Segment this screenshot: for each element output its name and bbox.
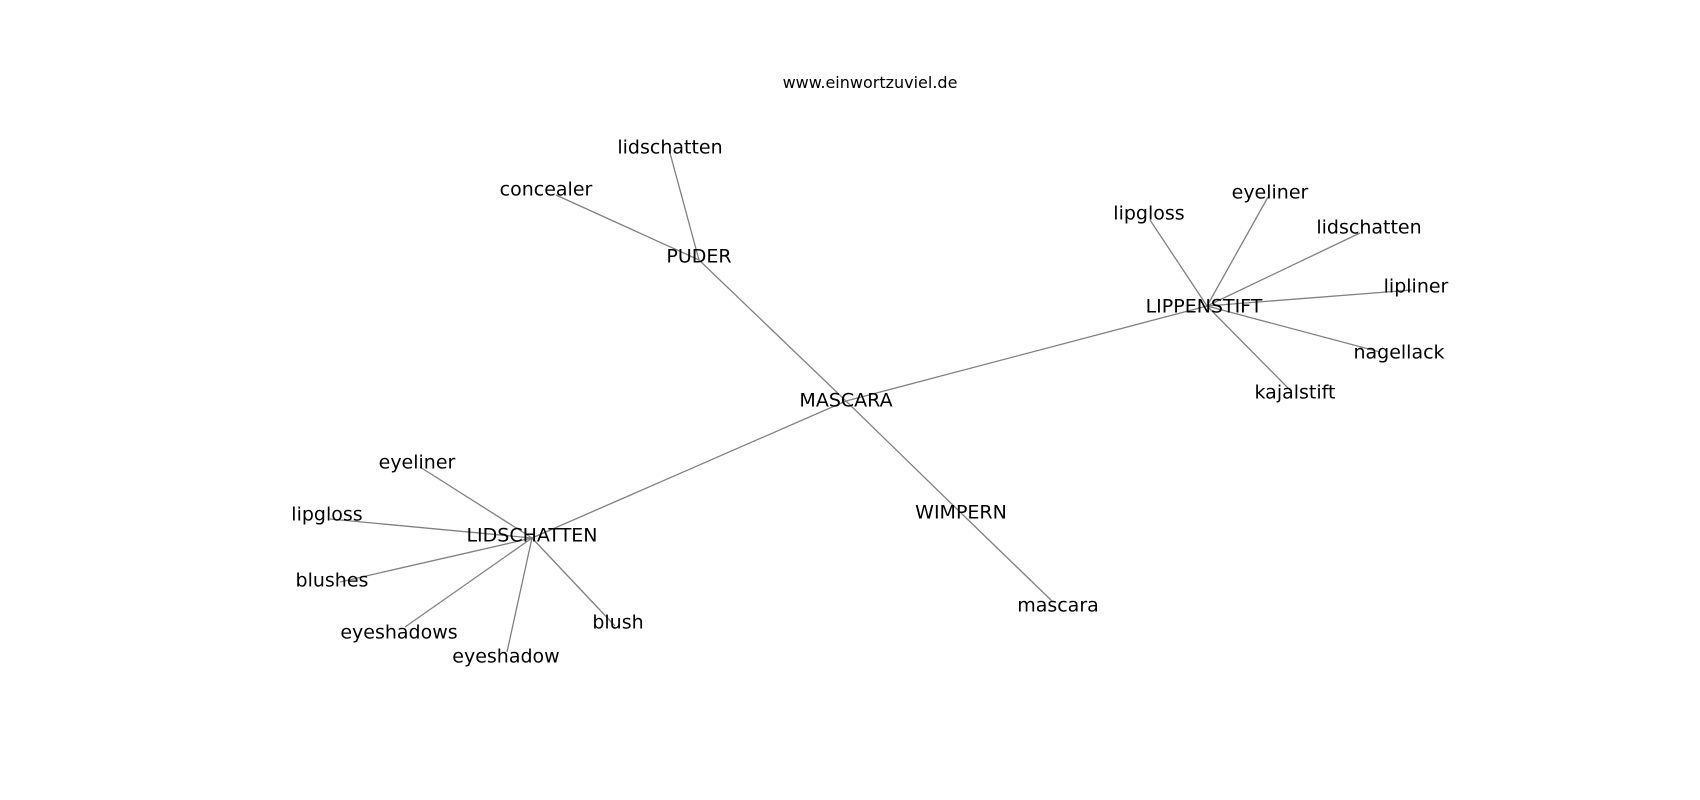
edge-lippenstift-to-lippenstift-lidschatten [1206,232,1361,307]
edge-mascara-hub-to-lidschatten-hub [531,400,847,539]
node-lidschatten-eyeliner: eyeliner [379,452,456,474]
edge-lippenstift-to-lippenstift-eyeliner [1206,196,1269,307]
node-lippenstift-kajalstift: kajalstift [1255,382,1336,404]
edge-wimpern-to-wimpern-mascara [960,512,1054,603]
node-lippenstift-eyeliner: eyeliner [1232,182,1309,204]
node-lidschatten-hub: LIDSCHATTEN [466,525,597,547]
node-wimpern-mascara: mascara [1017,595,1099,617]
node-mascara-hub: MASCARA [799,390,892,412]
site-title: www.einwortzuviel.de [783,73,958,92]
edge-mascara-hub-to-lippenstift [845,305,1208,402]
node-lippenstift-lipgloss: lipgloss [1113,203,1184,225]
node-lidschatten-blush: blush [592,612,643,634]
node-lippenstift-nagellack: nagellack [1353,342,1444,364]
labels-layer: MASCARA PUDER LIPPENSTIFT LIDSCHATTEN WIMPER… [291,137,1448,668]
node-lippenstift: LIPPENSTIFT [1146,296,1263,318]
edge-lidschatten-hub-to-lidschatten-lipgloss [329,518,533,539]
edge-lidschatten-hub-to-lidschatten-blush [531,537,616,627]
edge-lippenstift-to-lippenstift-kajalstift [1206,305,1291,391]
edge-lidschatten-hub-to-lidschatten-eyeshadow [506,537,533,653]
edge-lidschatten-hub-to-lidschatten-eyeshadows [404,537,533,628]
node-wimpern: WIMPERN [915,502,1007,524]
edge-lippenstift-to-lippenstift-lipliner [1206,289,1413,307]
edge-mascara-hub-to-puder [698,259,847,402]
edge-lippenstift-to-lippenstift-lipgloss [1149,219,1208,307]
node-puder: PUDER [666,246,731,268]
node-lidschatten-lipgloss: lipgloss [291,504,362,526]
node-lidschatten-blushes: blushes [296,570,369,592]
edge-lidschatten-hub-to-lidschatten-eyeliner [419,466,533,539]
node-lippenstift-lidschatten: lidschatten [1316,217,1421,239]
edge-lippenstift-to-lippenstift-nagellack [1206,305,1381,353]
node-lidschatten-eyeshadows: eyeshadows [340,622,457,644]
node-puder-concealer: concealer [500,179,593,201]
edge-lidschatten-hub-to-lidschatten-blushes [339,537,533,583]
edge-puder-to-puder-lidschatten [669,152,700,261]
node-lidschatten-eyeshadow: eyeshadow [452,646,559,668]
node-lippenstift-lipliner: lipliner [1384,276,1449,298]
node-puder-lidschatten: lidschatten [617,137,722,159]
edge-puder-to-puder-concealer [555,194,700,261]
edges-layer [329,152,1413,653]
edge-mascara-hub-to-wimpern [845,400,962,514]
